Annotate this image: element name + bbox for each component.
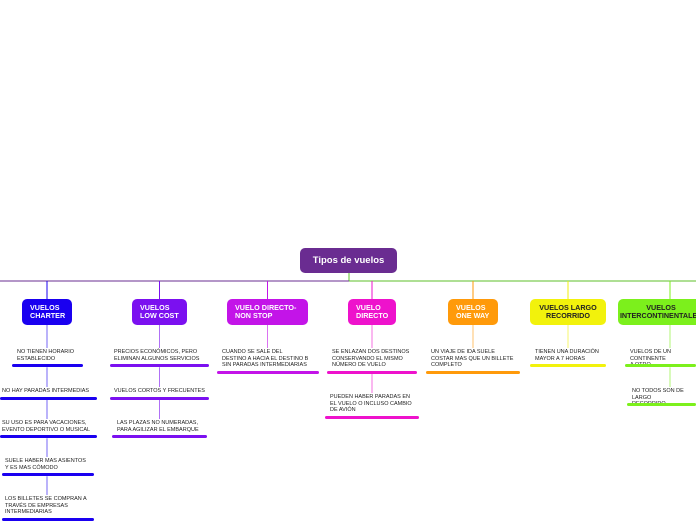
subtopic-nonstop-destino[interactable]: CUANDO SE SALE DEL DESTINO A HACIA EL DE… bbox=[222, 349, 309, 369]
subtopic-underline bbox=[2, 473, 94, 477]
subtopic-underline bbox=[325, 415, 419, 419]
topic-vuelos-largo-recorrido[interactable]: VUELOS LARGO RECORRIDO bbox=[530, 299, 606, 325]
topic-vuelos-one-way[interactable]: VUELOS ONE WAY bbox=[448, 299, 498, 325]
subtopic-underline bbox=[217, 370, 319, 374]
subtopic-underline bbox=[327, 370, 417, 374]
subtopic-underline bbox=[625, 364, 696, 368]
subtopic-underline bbox=[0, 435, 97, 439]
topic-vuelo-directo[interactable]: VUELO DIRECTO bbox=[348, 299, 396, 325]
subtopic-underline bbox=[426, 370, 520, 374]
subtopic-underline bbox=[627, 403, 696, 407]
subtopic-underline bbox=[2, 517, 94, 521]
subtopic-lowcost-plazas[interactable]: LAS PLAZAS NO NUMERADAS, PARA AGILIZAR E… bbox=[117, 420, 199, 433]
subtopic-lowcost-precios[interactable]: PRECIOS ECONÓMICOS, PERO ELIMINAN ALGUNO… bbox=[114, 349, 200, 362]
subtopic-charter-asientos[interactable]: SUELE HABER MAS ASIENTOS Y ES MAS CÓMODO bbox=[5, 458, 86, 471]
subtopic-largo-duracion[interactable]: TIENEN UNA DURACIÓN MAYOR A 7 HORAS bbox=[535, 349, 599, 362]
subtopic-underline bbox=[110, 396, 209, 400]
topic-vuelo-directo-non-stop[interactable]: VUELO DIRECTO- NON STOP bbox=[227, 299, 308, 325]
subtopic-underline bbox=[112, 435, 207, 439]
subtopic-underline bbox=[12, 364, 83, 368]
subtopic-charter-horario[interactable]: NO TIENEN HORARIO ESTABLECIDO bbox=[17, 349, 75, 362]
topic-vuelos-low-cost[interactable]: VUELOS LOW COST bbox=[132, 299, 187, 325]
subtopic-oneway-ida[interactable]: UN VIAJE DE IDA SUELE COSTAR MAS QUE UN … bbox=[431, 349, 514, 369]
central-topic[interactable]: Tipos de vuelos bbox=[300, 248, 397, 273]
topic-vuelos-intercontinentales[interactable]: VUELOS INTERCONTINENTALES bbox=[618, 299, 696, 325]
subtopic-charter-billetes[interactable]: LOS BILLETES SE COMPRAN A TRAVÉS DE EMPR… bbox=[5, 496, 87, 516]
subtopic-directo-enlazan[interactable]: SE ENLAZAN DOS DESTINOS CONSERVANDO EL M… bbox=[332, 349, 410, 369]
subtopic-charter-paradas[interactable]: NO HAY PARADAS INTERMEDIAS bbox=[2, 388, 90, 394]
subtopic-charter-uso[interactable]: SU USO ES PARA VACACIONES, EVENTO DEPORT… bbox=[2, 420, 91, 433]
subtopic-underline bbox=[0, 396, 97, 400]
subtopic-directo-paradas[interactable]: PUEDEN HABER PARADAS EN EL VUELO O INCLU… bbox=[330, 394, 412, 414]
subtopic-lowcost-cortos[interactable]: VUELOS CORTOS Y FRECUENTES bbox=[114, 388, 205, 394]
subtopic-underline bbox=[530, 364, 606, 368]
subtopic-underline bbox=[110, 364, 209, 368]
topic-vuelos-charter[interactable]: VUELOS CHARTER bbox=[22, 299, 72, 325]
